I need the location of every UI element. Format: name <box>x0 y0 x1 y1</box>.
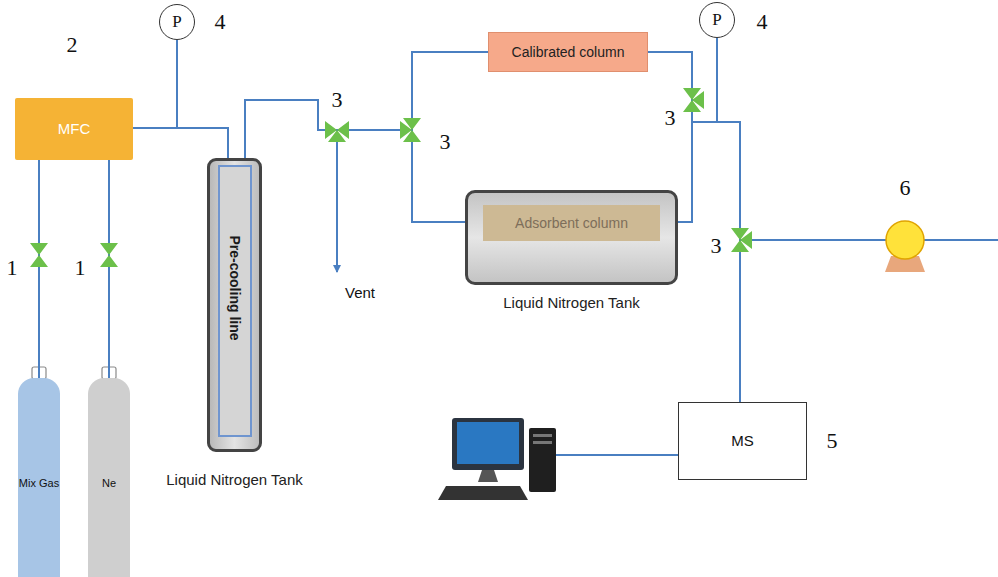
pc-tower <box>529 428 556 492</box>
valve-symbol <box>740 231 752 249</box>
gas-cylinder: Ne <box>88 378 130 577</box>
valves <box>30 88 752 267</box>
computer-icon <box>438 418 678 500</box>
column-box: Calibrated column <box>488 32 648 72</box>
tank-label: Liquid Nitrogen Tank <box>503 294 639 311</box>
data-cable <box>556 454 678 456</box>
cylinder-label: Ne <box>102 477 116 490</box>
valve-symbol <box>328 130 346 142</box>
callout-number: 2 <box>67 32 78 58</box>
monitor-frame <box>452 418 524 470</box>
keyboard <box>438 486 528 500</box>
gas-cylinder: Mix Gas <box>18 378 60 577</box>
vent-line <box>336 140 338 272</box>
box-label: MS <box>731 432 754 449</box>
pump-pipe <box>740 239 886 241</box>
cooling-coil: Pre-cooling line <box>218 165 252 437</box>
gas-pipe <box>38 160 40 378</box>
gauge-label: P <box>172 12 181 32</box>
callout-number: 4 <box>215 9 226 35</box>
valve-symbol <box>400 121 412 139</box>
valve-symbol <box>692 91 704 109</box>
gauge-stub <box>716 38 718 122</box>
controller-box: MFC <box>15 98 133 160</box>
process-box: MS <box>678 402 807 480</box>
gas-pipe <box>108 160 110 378</box>
monitor-screen <box>457 422 519 464</box>
monitor-stand <box>478 470 498 482</box>
callout-number: 1 <box>75 255 86 281</box>
cylinder-label: Mix Gas <box>19 477 59 490</box>
callout-number: 3 <box>665 105 676 131</box>
callout-number: 4 <box>757 9 768 35</box>
pc-drive <box>533 441 552 444</box>
gauge-label: P <box>712 10 721 30</box>
valve-symbol <box>30 243 48 267</box>
pc-drive <box>533 434 552 437</box>
box-label: Calibrated column <box>512 44 625 60</box>
callout-number: 1 <box>7 255 18 281</box>
gauge-stub <box>176 40 178 128</box>
callout-number: 3 <box>332 87 343 113</box>
valve-symbol <box>100 243 118 267</box>
callout-number: 3 <box>711 233 722 259</box>
column-box: Adsorbent column <box>483 205 660 241</box>
pressure-gauge: P <box>699 2 735 38</box>
gas-pipe <box>245 100 483 222</box>
vent-label: Vent <box>345 284 375 301</box>
callout-number: 6 <box>900 175 911 201</box>
coil-label: Pre-cooling line <box>227 235 243 340</box>
box-label: Adsorbent column <box>515 215 628 231</box>
tank-label: Liquid Nitrogen Tank <box>166 471 302 488</box>
pump-lines <box>740 240 998 241</box>
box-label: MFC <box>58 120 91 137</box>
nitrogen-tank: Liquid Nitrogen TankAdsorbent column <box>465 190 678 285</box>
pump-symbol <box>885 221 925 272</box>
pump-pipe <box>924 239 998 241</box>
pressure-gauge: P <box>159 4 195 40</box>
callout-number: 5 <box>827 428 838 454</box>
nitrogen-tank: Liquid Nitrogen TankPre-cooling line <box>207 158 262 452</box>
gas-pipe <box>245 52 488 165</box>
pump-body <box>886 221 924 259</box>
callout-number: 3 <box>440 129 451 155</box>
